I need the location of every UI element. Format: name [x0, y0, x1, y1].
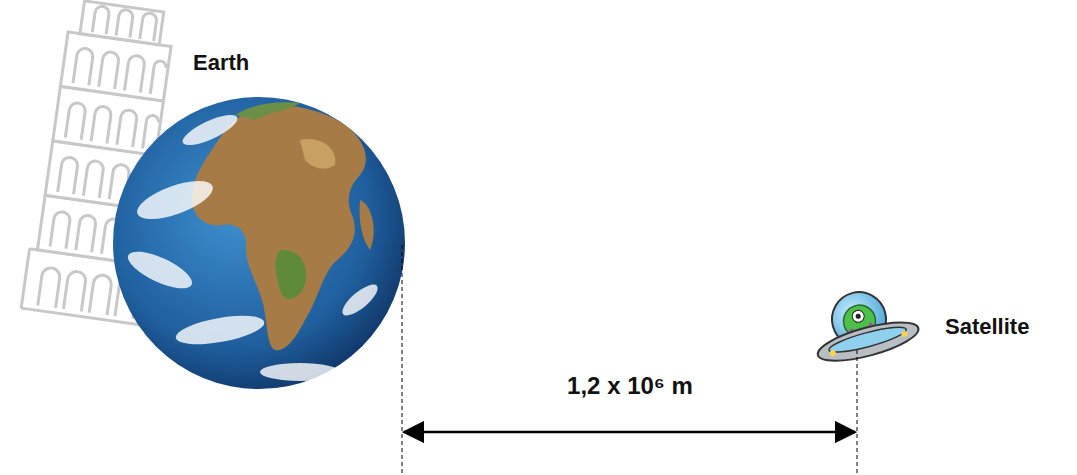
earth-label: Earth: [193, 50, 249, 76]
satellite-label: Satellite: [945, 314, 1029, 340]
ufo-satellite: [805, 279, 922, 369]
earth-globe: [113, 97, 405, 389]
dimension-line: [402, 245, 857, 475]
distance-label: 1,2 x 10⁶ m: [567, 372, 693, 401]
